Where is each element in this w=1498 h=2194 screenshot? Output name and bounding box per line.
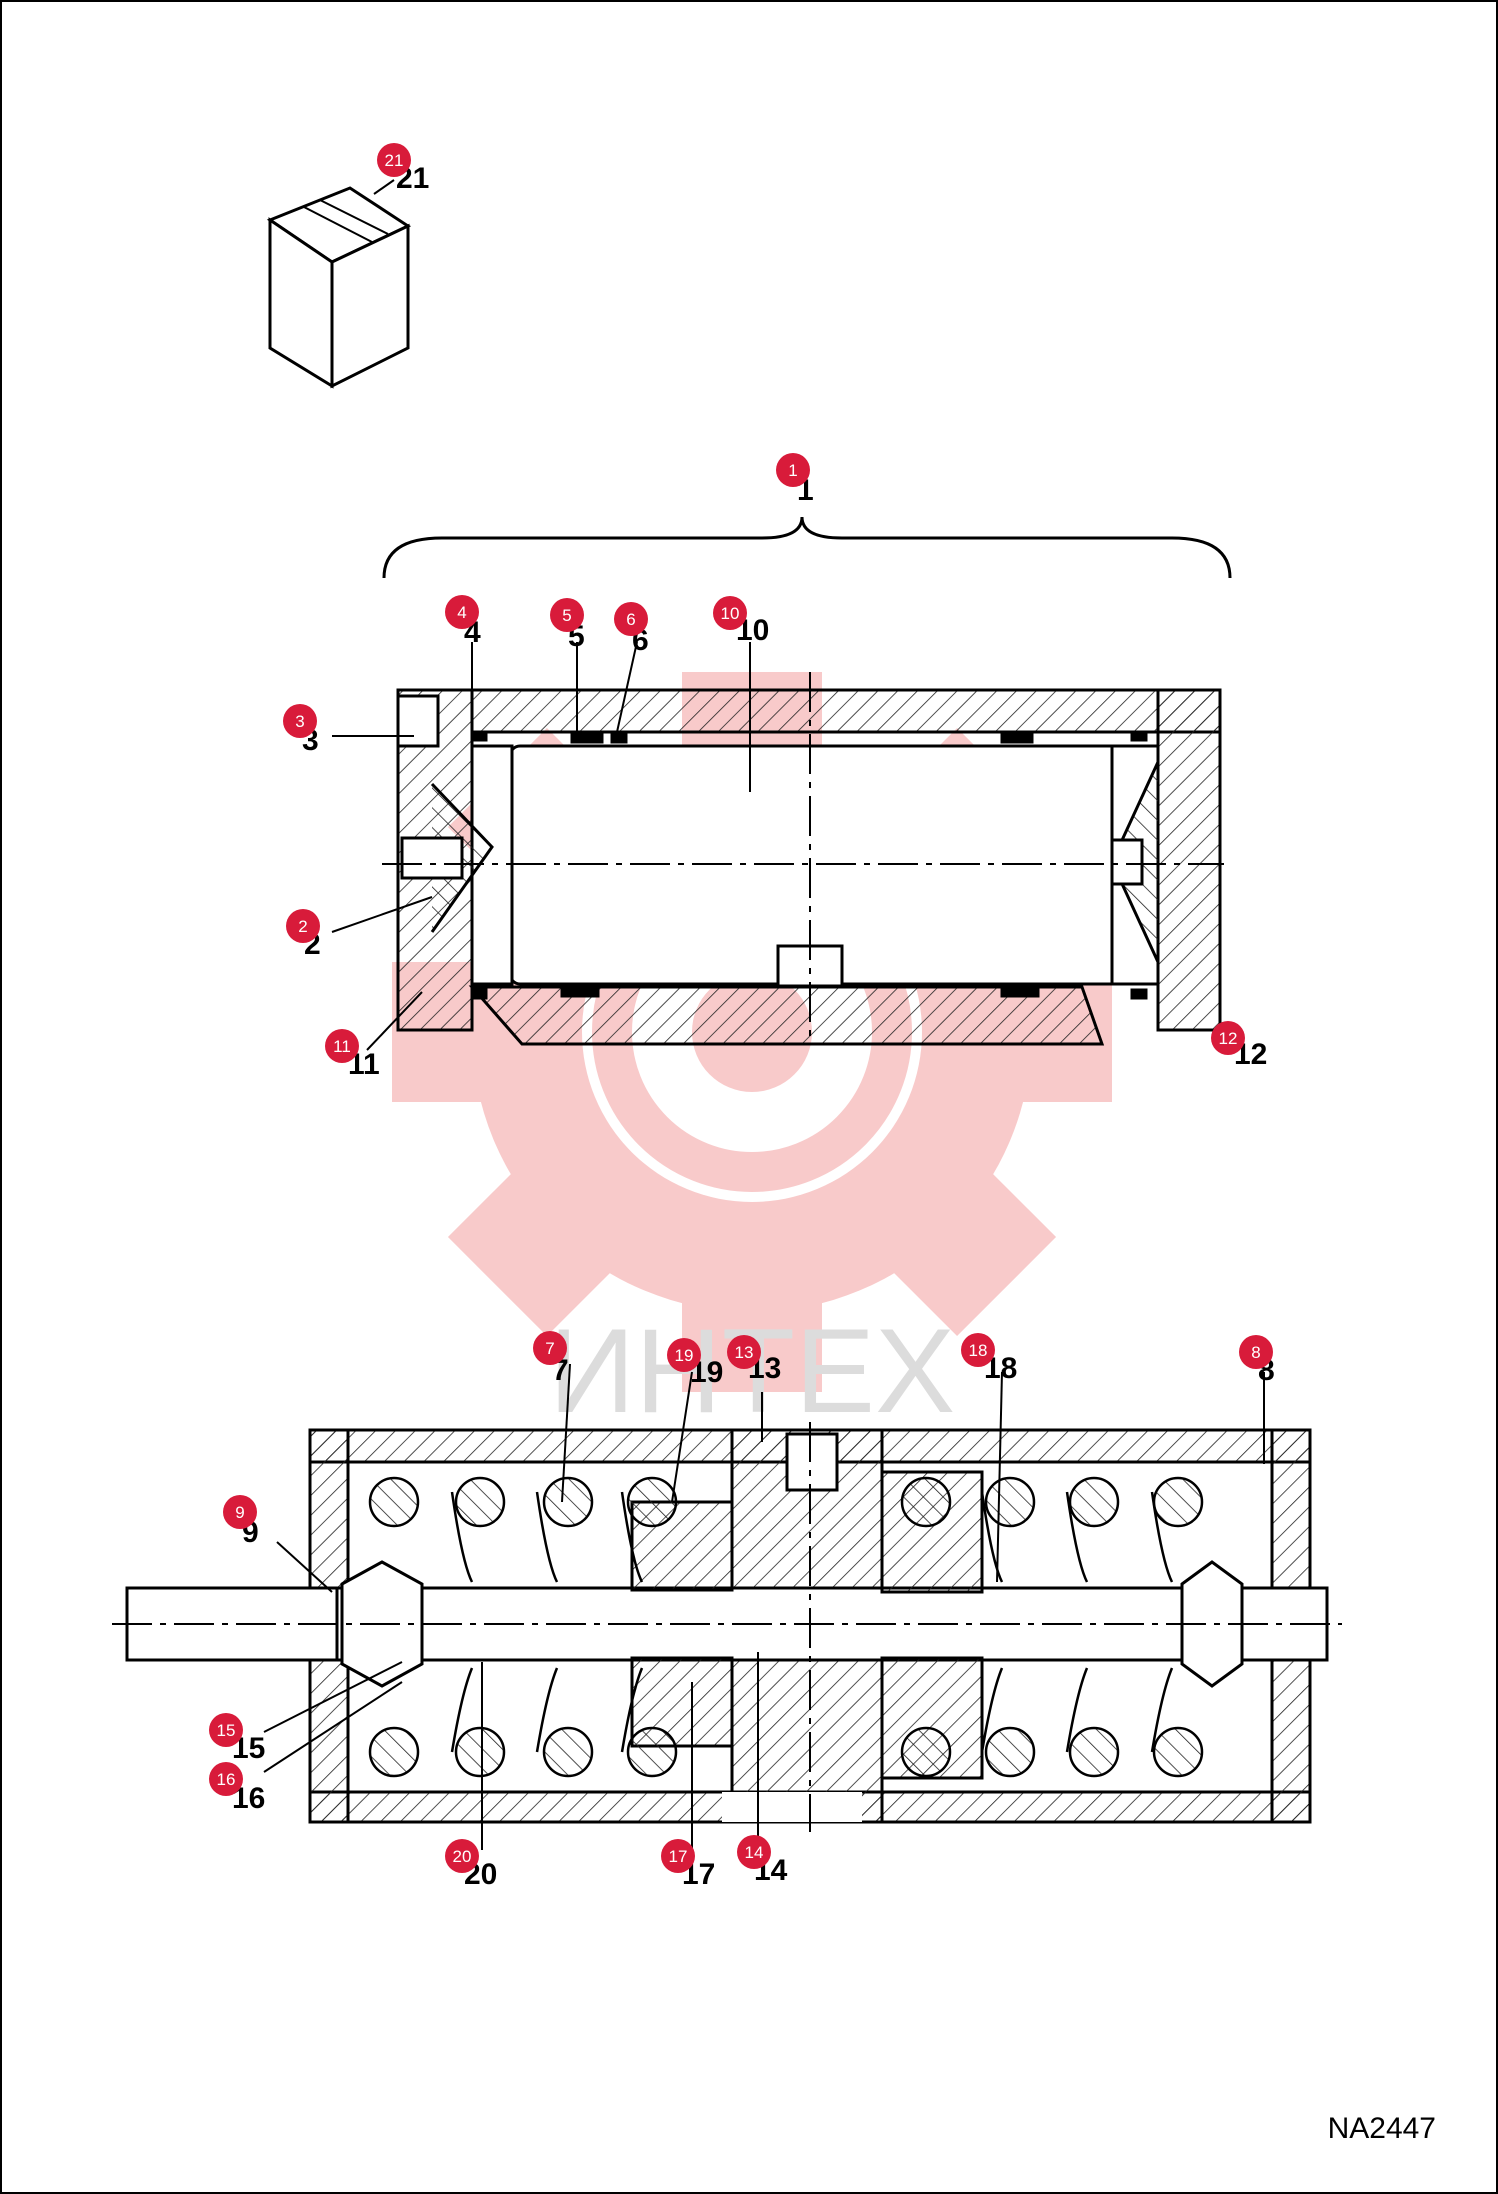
- callout-5[interactable]: 5: [550, 598, 584, 632]
- callout-1[interactable]: 1: [776, 453, 810, 487]
- document-code: NA2447: [1327, 2112, 1436, 2145]
- svg-text:14: 14: [745, 1843, 764, 1862]
- svg-text:18: 18: [969, 1341, 988, 1360]
- part-21-box-drawing: [266, 186, 412, 389]
- svg-text:12: 12: [1219, 1029, 1238, 1048]
- watermark-text: ИНТЕХ: [549, 1304, 955, 1438]
- svg-text:3: 3: [295, 712, 304, 731]
- callout-16[interactable]: 16: [209, 1762, 243, 1796]
- svg-text:19: 19: [675, 1346, 694, 1365]
- svg-text:21: 21: [385, 151, 404, 170]
- svg-text:7: 7: [545, 1339, 554, 1358]
- svg-text:2: 2: [298, 917, 307, 936]
- callout-8[interactable]: 8: [1239, 1335, 1273, 1369]
- callout-19[interactable]: 19: [667, 1338, 701, 1372]
- assembly-brace: [382, 516, 1232, 579]
- svg-text:13: 13: [735, 1343, 754, 1362]
- callout-7[interactable]: 7: [533, 1331, 567, 1365]
- svg-text:6: 6: [626, 610, 635, 629]
- callout-11[interactable]: 11: [325, 1029, 359, 1063]
- svg-text:10: 10: [721, 604, 740, 623]
- svg-text:9: 9: [235, 1503, 244, 1522]
- svg-text:17: 17: [669, 1847, 688, 1866]
- callout-20[interactable]: 20: [445, 1839, 479, 1873]
- callout-21[interactable]: 21: [377, 143, 411, 177]
- leader-lines: [263, 179, 1265, 1850]
- svg-text:15: 15: [217, 1721, 236, 1740]
- callout-4[interactable]: 4: [445, 595, 479, 629]
- callout-18[interactable]: 18: [961, 1333, 995, 1367]
- svg-text:4: 4: [457, 603, 466, 622]
- callout-17[interactable]: 17: [661, 1839, 695, 1873]
- svg-text:16: 16: [217, 1770, 236, 1789]
- svg-text:11: 11: [333, 1037, 351, 1056]
- svg-text:20: 20: [453, 1847, 472, 1866]
- lower-assembly-section: [112, 1422, 1342, 1832]
- callout-12[interactable]: 12: [1211, 1021, 1245, 1055]
- callout-10[interactable]: 10: [713, 596, 747, 630]
- callout-6[interactable]: 6: [614, 602, 648, 636]
- callout-badges: 21 1 4 5 6 10 3 2 11 12 7 19 13 18 8 9 1…: [209, 143, 1273, 1873]
- callout-15[interactable]: 15: [209, 1713, 243, 1747]
- svg-text:5: 5: [562, 606, 571, 625]
- svg-text:1: 1: [788, 461, 797, 480]
- callout-3[interactable]: 3: [283, 704, 317, 738]
- svg-text:8: 8: [1251, 1343, 1260, 1362]
- callout-9[interactable]: 9: [223, 1495, 257, 1529]
- callout-2[interactable]: 2: [286, 909, 320, 943]
- callout-13[interactable]: 13: [727, 1335, 761, 1369]
- callout-14[interactable]: 14: [737, 1835, 771, 1869]
